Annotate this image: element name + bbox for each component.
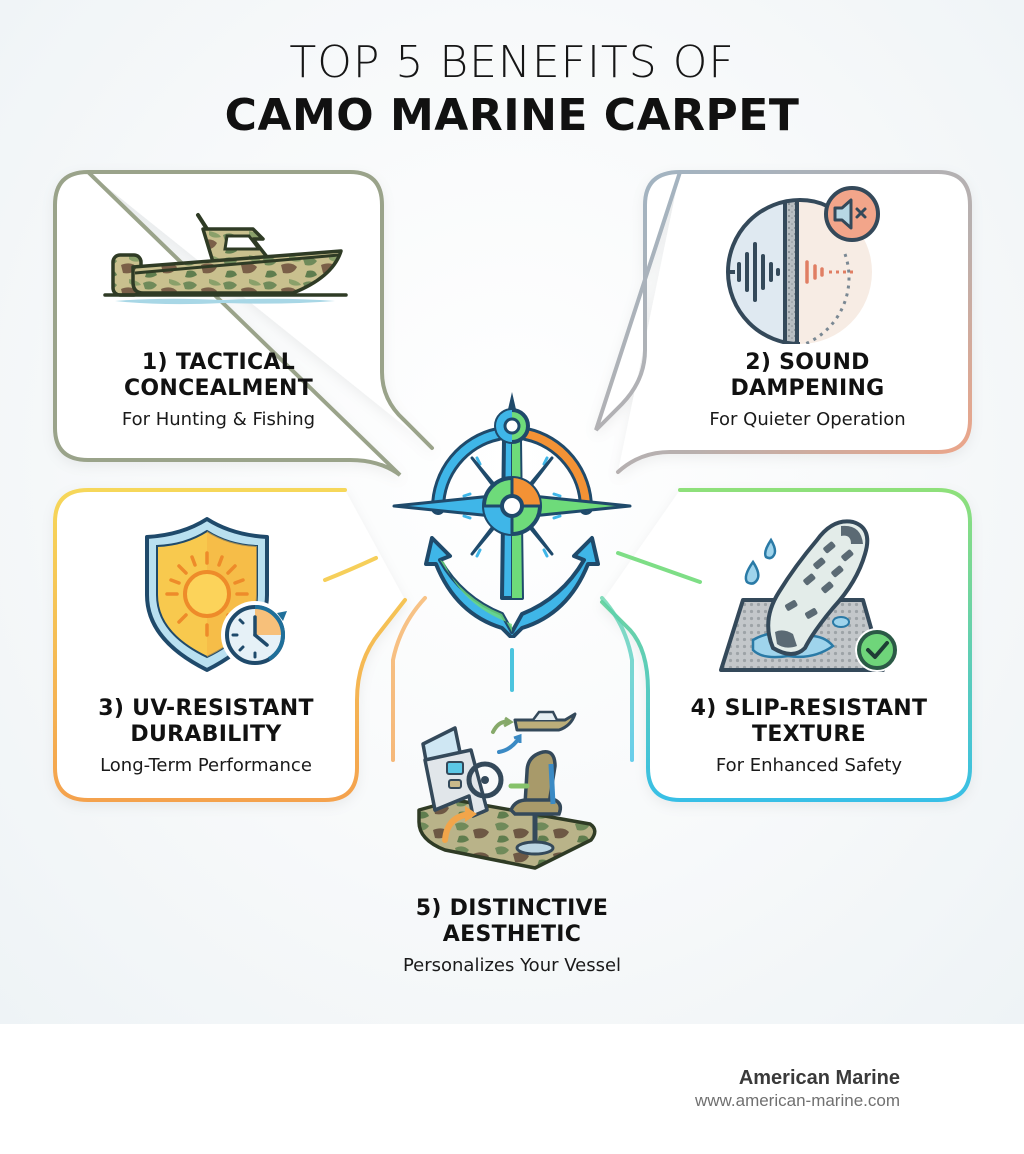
benefit-subtitle: For Hunting & Fishing xyxy=(121,409,316,430)
title-line: 3) UV-RESISTANT xyxy=(98,696,314,721)
title-line-2: CAMO MARINE CARPET xyxy=(224,90,800,141)
footer: American Marine www.american-marine.com xyxy=(0,1024,1024,1154)
title-line: 4) SLIP-RESISTANT xyxy=(690,696,928,721)
title-line: 5) DISTINCTIVE xyxy=(415,896,609,921)
brand-url[interactable]: www.american-marine.com xyxy=(695,1091,900,1110)
benefit-subtitle: Long-Term Performance xyxy=(100,755,312,776)
title-line-1: TOP 5 BENEFITS OF xyxy=(289,37,735,88)
infographic-canvas: TOP 5 BENEFITS OF CAMO MARINE CARPET xyxy=(0,0,1024,1024)
title-line: 2) SOUND xyxy=(745,350,870,375)
title-line: TEXTURE xyxy=(752,722,866,747)
camo-boat-icon xyxy=(103,213,348,305)
benefit-subtitle: For Enhanced Safety xyxy=(715,755,903,776)
sound-dampening-icon xyxy=(726,186,880,344)
benefit-card-tactical-concealment: 1) TACTICAL CONCEALMENT For Hunting & Fi… xyxy=(55,172,382,460)
title-line: 1) TACTICAL xyxy=(141,350,296,375)
benefit-title: 2) SOUND DAMPENING xyxy=(645,350,970,402)
benefit-title: 4) SLIP-RESISTANT TEXTURE xyxy=(648,696,970,748)
boot-tread-icon xyxy=(719,519,899,672)
sun-shield-clock-icon xyxy=(145,517,289,672)
benefit-title: 1) TACTICAL CONCEALMENT xyxy=(55,350,382,402)
benefit-subtitle: Personalizes Your Vessel xyxy=(402,955,622,976)
title-line: AESTHETIC xyxy=(442,922,582,947)
benefit-card-slip-resistant: 4) SLIP-RESISTANT TEXTURE For Enhanced S… xyxy=(648,490,970,800)
benefit-card-uv-resistant: 3) UV-RESISTANT DURABILITY Long-Term Per… xyxy=(55,490,357,800)
benefit-subtitle: For Quieter Operation xyxy=(709,409,906,430)
brand-name: American Marine xyxy=(738,1067,900,1089)
boat-helm-seat-icon xyxy=(417,710,597,870)
benefit-title: 3) UV-RESISTANT DURABILITY xyxy=(55,696,357,748)
title-line: CONCEALMENT xyxy=(123,376,314,401)
benefit-card-distinctive-aesthetic: 5) DISTINCTIVE AESTHETIC Personalizes Yo… xyxy=(370,690,654,990)
benefit-card-sound-dampening: 2) SOUND DAMPENING For Quieter Operation xyxy=(645,172,970,452)
page-title: TOP 5 BENEFITS OF CAMO MARINE CARPET xyxy=(0,38,1024,142)
brand-block: American Marine www.american-marine.com xyxy=(695,1066,900,1112)
benefit-title: 5) DISTINCTIVE AESTHETIC xyxy=(370,896,654,948)
title-line: DURABILITY xyxy=(130,722,282,747)
anchor-compass-icon xyxy=(392,392,632,638)
title-line: DAMPENING xyxy=(730,376,885,401)
